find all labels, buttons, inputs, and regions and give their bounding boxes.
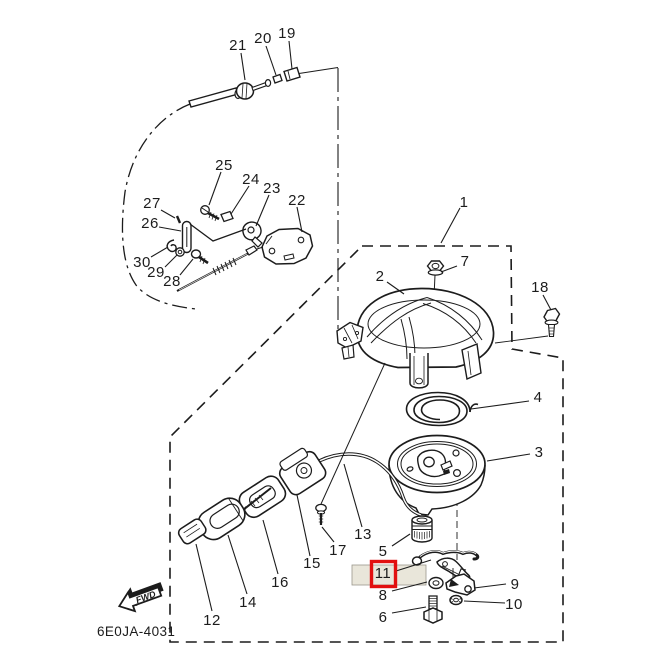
bolt-18 bbox=[543, 307, 561, 338]
assembly-boundary-dashed-box bbox=[169, 245, 564, 643]
pawl-spring-loop bbox=[411, 556, 423, 566]
callout-label-23[interactable]: 23 bbox=[263, 180, 281, 197]
callout-label-25[interactable]: 25 bbox=[215, 157, 233, 174]
sheave-drum bbox=[388, 434, 486, 516]
callout-label-3[interactable]: 3 bbox=[535, 444, 544, 461]
collar-24 bbox=[220, 210, 234, 223]
callout-label-20[interactable]: 20 bbox=[254, 30, 272, 47]
callout-label-5[interactable]: 5 bbox=[379, 543, 388, 560]
callout-label-22[interactable]: 22 bbox=[288, 192, 306, 209]
callout-label-24[interactable]: 24 bbox=[242, 171, 260, 188]
callout-label-7[interactable]: 7 bbox=[461, 253, 470, 270]
pin-27 bbox=[175, 215, 182, 224]
bracket-plate-22 bbox=[261, 227, 314, 265]
callout-label-2[interactable]: 2 bbox=[376, 268, 385, 285]
callout-label-17[interactable]: 17 bbox=[329, 542, 347, 559]
callout-label-19[interactable]: 19 bbox=[278, 25, 296, 42]
callout-label-13[interactable]: 13 bbox=[354, 526, 372, 543]
callout-label-12[interactable]: 12 bbox=[203, 612, 221, 629]
washer-8 bbox=[428, 576, 444, 590]
callout-label-30[interactable]: 30 bbox=[133, 254, 151, 271]
diagram-code: 6E0JA-4031 bbox=[97, 624, 175, 639]
starter-case bbox=[336, 260, 549, 389]
control-lever-assembly bbox=[166, 205, 314, 292]
cable-adjuster-knob bbox=[235, 82, 255, 100]
cable-rod-disc bbox=[264, 78, 272, 87]
cowl-outline-arc bbox=[121, 103, 197, 310]
case-right-leg bbox=[461, 343, 482, 380]
linkage-wire bbox=[189, 223, 247, 242]
callout-label-14[interactable]: 14 bbox=[239, 594, 257, 611]
callout-label-9[interactable]: 9 bbox=[511, 576, 520, 593]
rope-guide-holder-15 bbox=[278, 447, 327, 496]
callout-label-4[interactable]: 4 bbox=[534, 389, 543, 406]
screw-axis-line bbox=[320, 362, 386, 505]
callout-label-15[interactable]: 15 bbox=[303, 555, 321, 572]
bushing-5 bbox=[411, 515, 433, 543]
washer-29 bbox=[175, 247, 185, 257]
cam-lever-23 bbox=[242, 221, 262, 241]
rod-spring-coils bbox=[212, 257, 237, 276]
callout-label-27[interactable]: 27 bbox=[143, 195, 161, 212]
rod-clevis bbox=[245, 245, 258, 256]
cable-inner-rod bbox=[251, 81, 268, 92]
spring-hook-30 bbox=[166, 239, 177, 253]
callout-label-1[interactable]: 1 bbox=[460, 194, 469, 211]
case-left-bracket bbox=[336, 321, 364, 349]
rope-end-shaft bbox=[242, 487, 272, 511]
starter-rope bbox=[318, 452, 422, 517]
callout-label-26[interactable]: 26 bbox=[141, 215, 159, 232]
callout-label-10[interactable]: 10 bbox=[505, 596, 523, 613]
fwd-direction-arrow: FWD bbox=[117, 582, 164, 613]
callout-label-11[interactable]: 11 bbox=[375, 565, 392, 582]
cable-end-fitting bbox=[283, 66, 301, 82]
spring-washer-10 bbox=[449, 594, 463, 606]
callout-label-16[interactable]: 16 bbox=[271, 574, 289, 591]
starter-handle-14 bbox=[197, 497, 246, 541]
drive-pawl-group bbox=[411, 549, 480, 624]
cable-sheath-tube bbox=[188, 87, 239, 108]
recoil-spiral-spring bbox=[405, 391, 479, 427]
callout-label-29[interactable]: 29 bbox=[147, 264, 165, 281]
cable-ferrule bbox=[272, 73, 283, 84]
callout-labels: 1 2 3 4 5 6 7 8 9 10 11 12 13 14 15 16 1… bbox=[133, 25, 549, 629]
callout-label-28[interactable]: 28 bbox=[163, 273, 181, 290]
bolt-6 bbox=[423, 595, 443, 624]
case-dome bbox=[356, 287, 495, 369]
screw-17 bbox=[315, 503, 327, 525]
handle-assembly bbox=[177, 362, 386, 545]
case-center-leg bbox=[409, 353, 429, 389]
callout-label-6[interactable]: 6 bbox=[379, 609, 388, 626]
handle-cap-12 bbox=[177, 518, 207, 545]
callout-label-8[interactable]: 8 bbox=[379, 587, 388, 604]
callout-label-18[interactable]: 18 bbox=[531, 279, 549, 296]
callout-label-21[interactable]: 21 bbox=[229, 37, 247, 54]
bolt-28-head bbox=[190, 249, 202, 259]
selected-part-highlight-box[interactable] bbox=[369, 559, 398, 589]
leader-lines bbox=[150, 40, 552, 614]
throttle-cable-assembly bbox=[188, 66, 339, 330]
